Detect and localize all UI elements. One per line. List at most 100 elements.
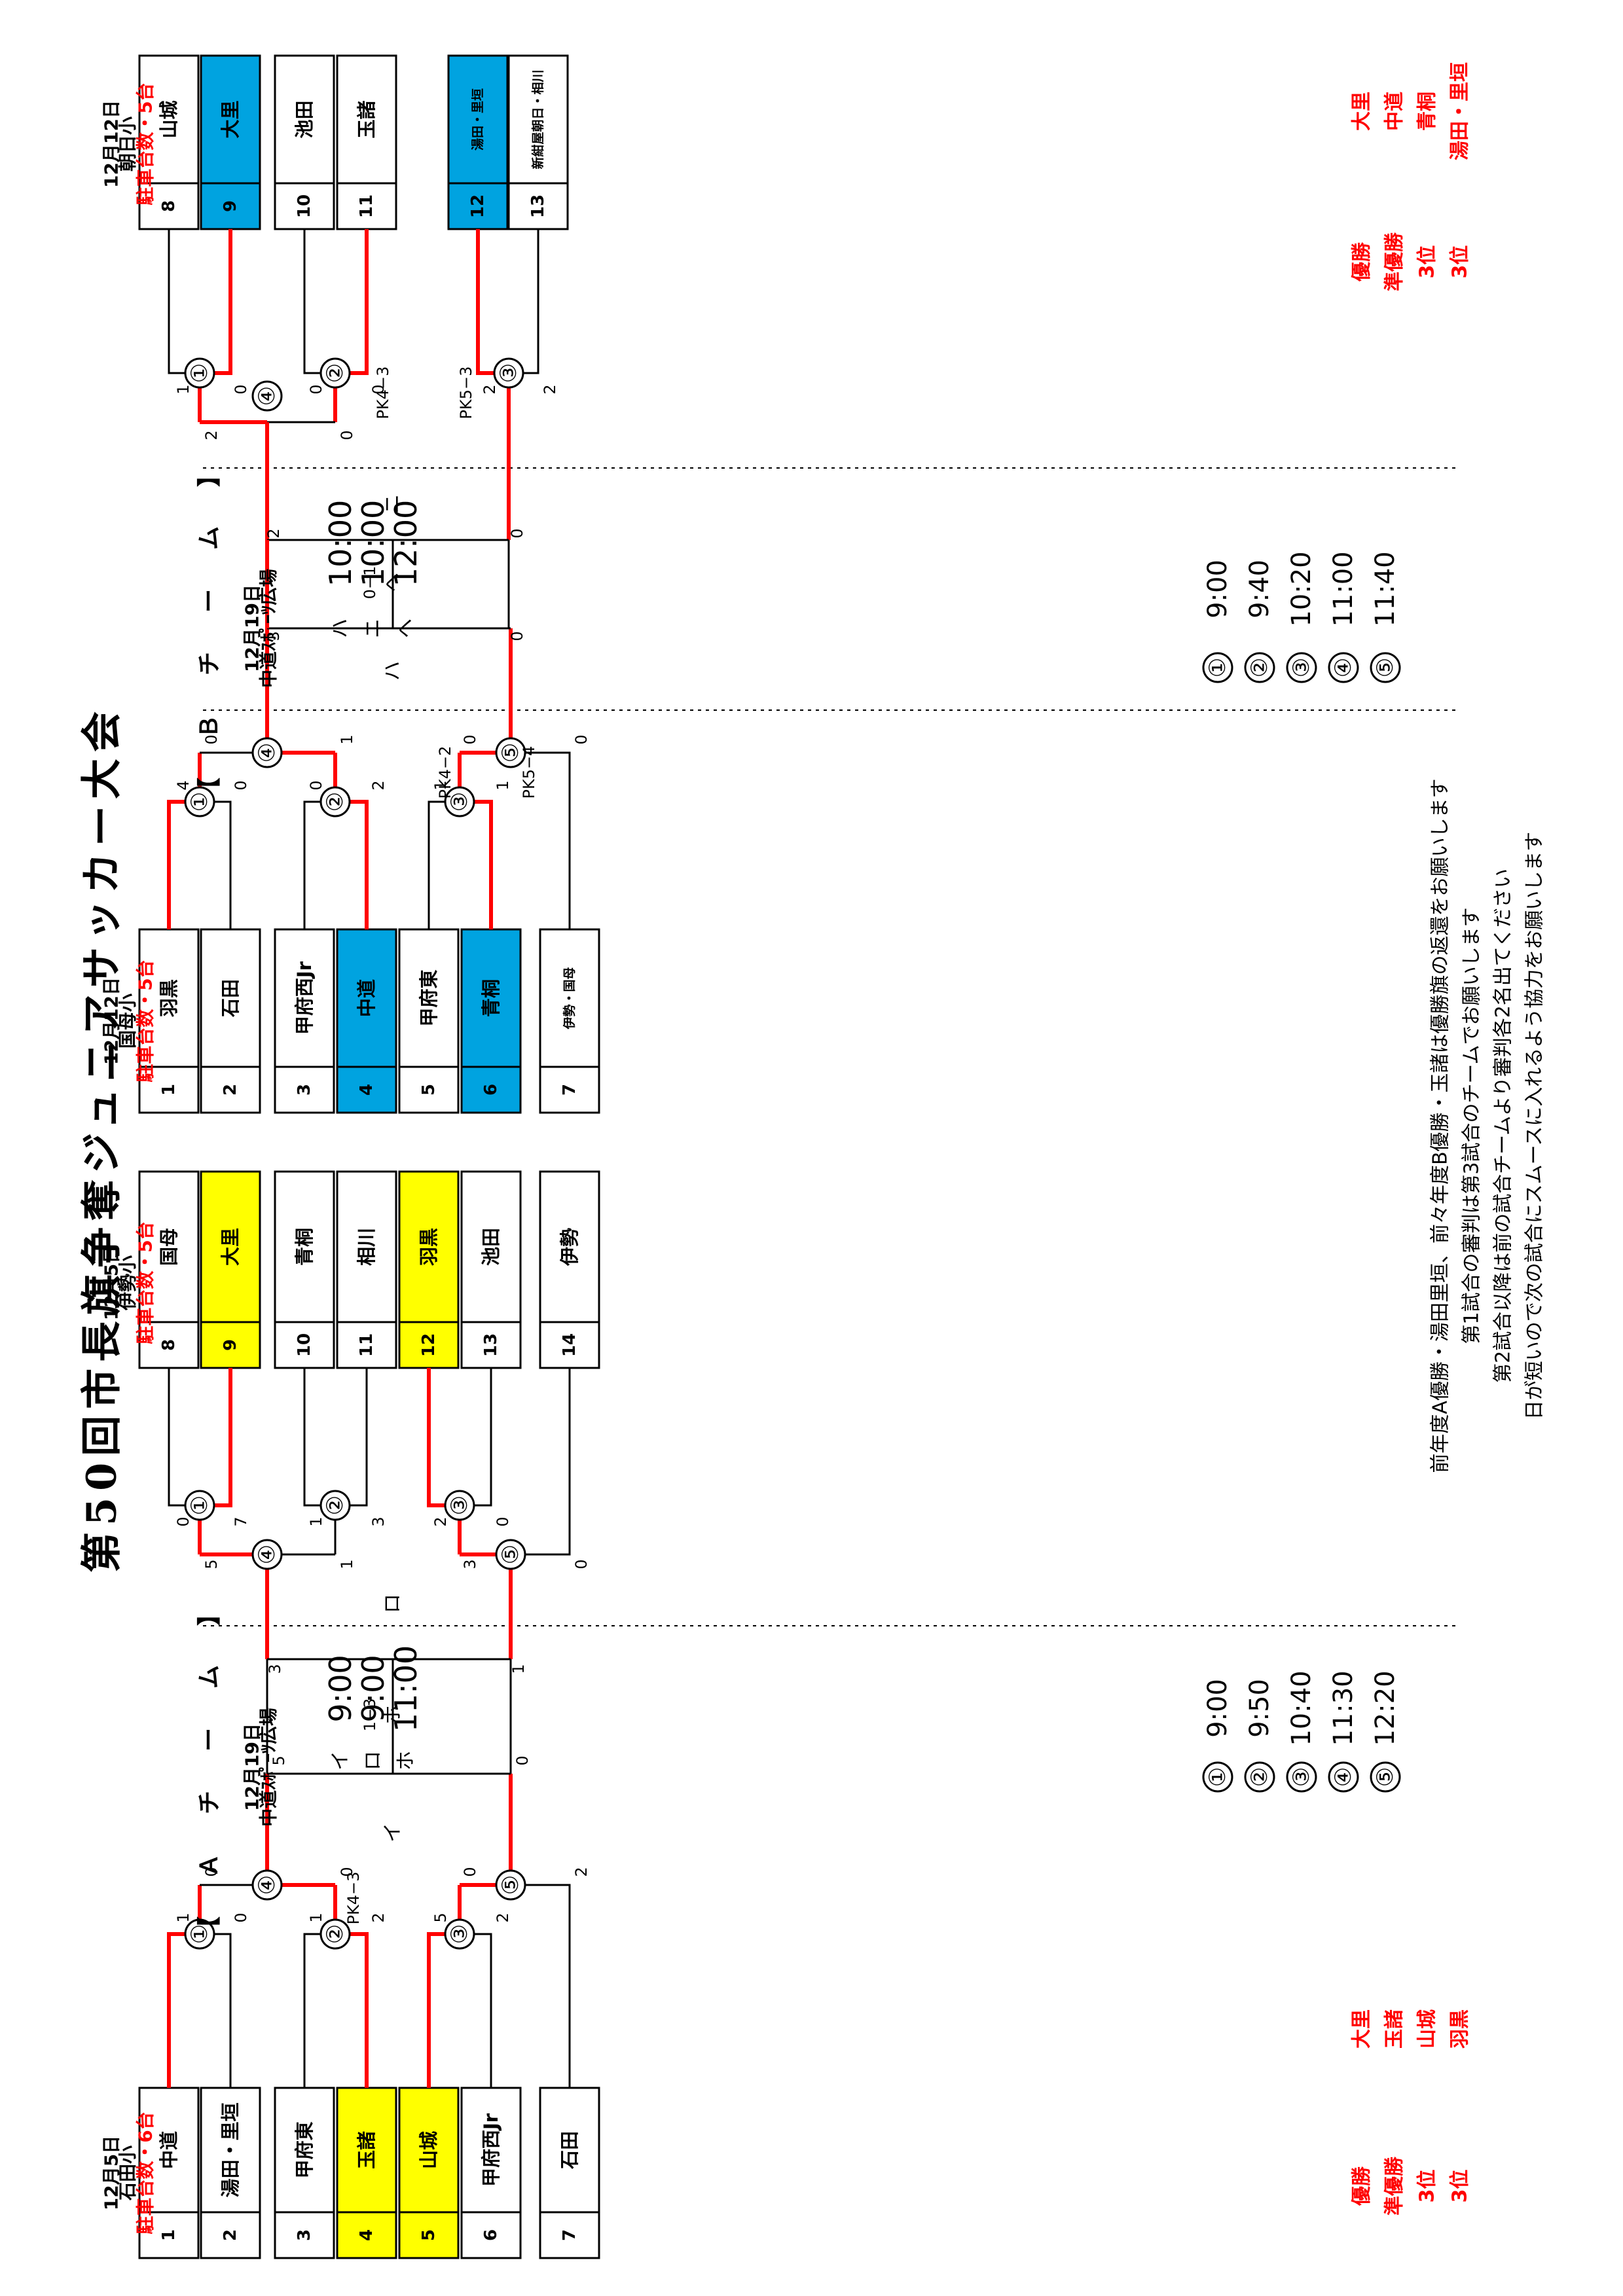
a-g2-team-13-seed: 13 (481, 1333, 501, 1357)
bracket-line-13 (511, 1884, 571, 2088)
a-round-3-mark-label: ④ (1330, 1767, 1357, 1787)
a-g1-m2 (319, 1918, 351, 1950)
a-final-ho: ホ (382, 1705, 405, 1725)
bracket-line-54 (335, 229, 369, 375)
bracket-line-53 (303, 229, 335, 374)
b-g2-m2 (319, 357, 351, 389)
a-team-header: 【 Ａ チ ー ム 】 (196, 1594, 223, 1940)
a-g1-score-8: 0 (461, 1867, 479, 1876)
b-g1-m3-label: ③ (447, 792, 473, 812)
b-g1-team-3-name: 甲府西Jr (293, 961, 316, 1035)
b-round-3-time: 11:00 (1328, 551, 1359, 626)
b-result-1-team: 中道 (1383, 92, 1406, 131)
a-g2-score-0: 0 (174, 1516, 192, 1526)
b-g1-team-6-name: 青桐 (480, 979, 502, 1017)
bracket-line-16 (200, 1368, 232, 1507)
a-g2-score-1: 7 (232, 1516, 250, 1526)
a-g1-team-1 (138, 2087, 200, 2259)
b-g1-team-3-seed: 3 (295, 1084, 314, 1096)
b-g1-score-0: 4 (174, 780, 192, 790)
b-g2-venue: 朝日小 (117, 117, 139, 171)
a-g1-team-7-seed: 7 (560, 2229, 579, 2241)
a-g1-m4-label: ④ (254, 1875, 280, 1895)
bracket-line-7 (460, 1933, 492, 2088)
bracket-line-0 (167, 1932, 200, 2088)
a-g2-team-8-seed: 8 (159, 1339, 179, 1351)
a-g2-team-9-name: 大里 (219, 1228, 242, 1266)
bracket-line-41 (428, 800, 460, 929)
a-round-2-mark-label: ③ (1288, 1767, 1315, 1787)
b-g2-m1-label: ① (187, 363, 213, 383)
b-g2-team-10-name: 池田 (293, 100, 316, 138)
b-final-row-2-time: 12:00 (388, 500, 424, 587)
b-g2-score-2: 2 (202, 430, 221, 440)
b-g1-m4 (251, 737, 283, 768)
b-g2-score-7: 2 (541, 384, 559, 394)
b-g2-team-8-seed: 8 (159, 200, 179, 212)
a-g1-team-5-name: 山城 (418, 2131, 440, 2169)
b-g2-team-12 (447, 54, 509, 230)
b-g1-m2 (319, 786, 351, 817)
b-g1-m4-label: ④ (254, 743, 280, 762)
b-g1-score-6: 1 (431, 780, 450, 790)
b-g2-pk4: PK5−3 (457, 367, 475, 420)
b-g2-score-6: 2 (481, 384, 499, 394)
a-g1-pk: PK4−3 (344, 1872, 363, 1925)
a-g1-m5 (495, 1869, 526, 1901)
bracket-line-35 (167, 800, 200, 929)
b-g1-score-5: 1 (338, 734, 356, 744)
a-g1-m3-label: ③ (447, 1924, 473, 1944)
bracket-line-19 (335, 1368, 368, 1507)
b-final-venue: 中道ｽﾎﾟｰﾂ広場 (258, 569, 280, 688)
b-result-3-team: 湯田・里垣 (1449, 62, 1472, 160)
b-g2-score-5: 0 (338, 430, 356, 440)
b-g2-team-11-seed: 11 (357, 194, 376, 218)
a-g2-m3-label: ③ (447, 1496, 473, 1515)
b-g1-team-1-seed: 1 (159, 1084, 179, 1096)
a-g2-team-10 (274, 1170, 335, 1369)
b-g1-team-1-name: 羽黒 (158, 979, 180, 1017)
b-g1-team-7 (539, 928, 600, 1114)
b-g1-team-3 (274, 928, 335, 1114)
a-g1-parking: 駐車台数・6台 (135, 2111, 156, 2234)
bracket-line-28 (511, 1368, 571, 1556)
b-g1-date: 12月12日 (101, 977, 122, 1065)
a-result-3-team: 羽黒 (1449, 2009, 1472, 2049)
a-result-0-team: 大里 (1351, 2009, 1374, 2049)
b-g1-team-2-name: 石田 (219, 979, 242, 1018)
a-round-2-mark (1286, 1761, 1317, 1793)
a-g2-score-3: 1 (307, 1516, 325, 1526)
b-result-0-team: 大里 (1351, 92, 1374, 131)
a-g1-team-1-name: 中道 (158, 2131, 180, 2169)
b-final-ni: ニ (382, 494, 405, 514)
b-g1-team-2-seed: 2 (221, 1084, 240, 1096)
bracket-line-22 (460, 1368, 492, 1507)
b-g2-pk3: PK4−3 (374, 367, 392, 420)
a-g2-team-11-seed: 11 (357, 1333, 376, 1357)
a-final-row-2-time: 11:00 (388, 1645, 424, 1732)
bracket-line-42 (460, 800, 493, 929)
a-g1-score-9: 2 (572, 1867, 591, 1876)
b-g1-score-4: 2 (369, 780, 388, 790)
a-result-1-team: 玉諸 (1383, 2009, 1406, 2049)
b-g1-pk1: PK4−2 (436, 746, 454, 799)
a-g1-team-6-seed: 6 (481, 2229, 501, 2241)
b-g2-score-1: 0 (232, 384, 250, 394)
a-g2-team-11-name: 相川 (356, 1228, 378, 1266)
b-g1-m5-label: ⑤ (498, 743, 524, 762)
a-g1-m1-label: ① (187, 1924, 213, 1944)
b-g1-team-1 (138, 928, 200, 1114)
b-g2-m4 (251, 380, 283, 412)
a-g1-team-4-name: 玉諸 (356, 2131, 378, 2169)
a-g1-m5-label: ⑤ (498, 1875, 524, 1895)
a-g1-m1 (184, 1918, 215, 1950)
bracket-line-6 (427, 1932, 460, 2088)
a-g1-team-4-seed: 4 (357, 2229, 376, 2241)
a-round-1-mark-label: ② (1247, 1767, 1273, 1787)
a-g1-team-3-name: 甲府東 (293, 2121, 316, 2178)
b-result-1-rank: 準優勝 (1383, 232, 1406, 291)
a-g1-score-0: 1 (174, 1912, 192, 1922)
b-g1-team-4-name: 中道 (356, 979, 378, 1017)
b-g2-score-4: 0 (369, 384, 388, 394)
